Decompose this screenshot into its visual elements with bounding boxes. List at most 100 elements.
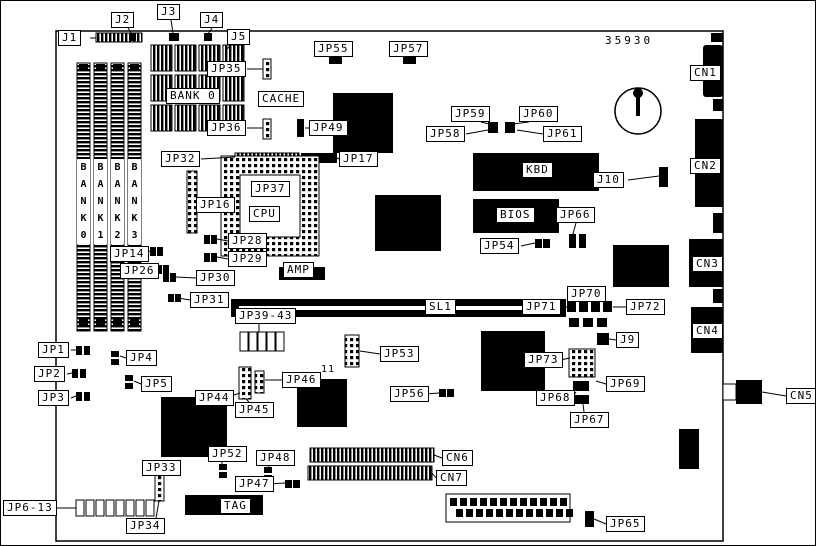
label-jp48: JP48 (256, 450, 295, 466)
label-jp35: JP35 (207, 61, 246, 77)
label-jp26: JP26 (120, 263, 159, 279)
label-jp4: JP4 (126, 350, 157, 366)
label-jp14: JP14 (110, 246, 149, 262)
sl1-key-b (445, 306, 559, 310)
leader-line (582, 403, 585, 413)
label-j1: J1 (58, 30, 82, 46)
jp47-jumper (285, 480, 300, 488)
label-amp: AMP (283, 262, 314, 278)
jp26-jumper (156, 265, 169, 274)
jp5-jumper (125, 375, 133, 389)
label-jp59: JP59 (451, 106, 490, 122)
leader-line (627, 175, 660, 181)
leader-line (593, 518, 607, 525)
leader-line (761, 391, 787, 397)
label-jp46: JP46 (282, 372, 321, 388)
label-jp3: JP3 (38, 390, 69, 406)
label-jp71: JP71 (522, 299, 561, 315)
leader-line (359, 350, 381, 355)
jp56-jumper (439, 389, 454, 397)
label-jp37: JP37 (251, 181, 290, 197)
bank-column-label-bank0: B A N K 0 (77, 159, 90, 244)
j2-pad (129, 33, 136, 41)
bank-column-label-bank3: B A N K 3 (128, 159, 141, 244)
mid-right-pad (713, 213, 723, 233)
label-cn3: CN3 (692, 256, 723, 272)
jp55-jumper (329, 55, 342, 64)
leader-line (572, 222, 577, 235)
leader-line (267, 465, 270, 469)
jp60-jumper (505, 122, 515, 133)
label-bios: BIOS (496, 207, 535, 223)
label-jp30: JP30 (196, 270, 235, 286)
simm-pad (96, 318, 105, 325)
label-jp69: JP69 (606, 376, 645, 392)
label-jp33: JP33 (142, 460, 181, 476)
label-jp68: JP68 (536, 390, 575, 406)
jp3-jumper (76, 392, 90, 401)
label-jp28: JP28 (228, 233, 267, 249)
leader-line (66, 372, 73, 375)
label-jp54: JP54 (480, 238, 519, 254)
j3-pad (169, 33, 179, 41)
label-sl1: SL1 (425, 299, 456, 315)
label-jp29: JP29 (228, 251, 267, 267)
leader-line (336, 157, 340, 160)
label-jp45: JP45 (235, 402, 274, 418)
label-cn6: CN6 (442, 450, 473, 466)
jp66-jumper-b (579, 234, 586, 248)
audio-jack (679, 429, 699, 469)
leader-line (245, 398, 250, 403)
label-j4: J4 (200, 12, 224, 28)
leader-line (200, 156, 236, 160)
jp36-jumper (262, 118, 272, 140)
leader-line (516, 129, 544, 135)
label-jp31: JP31 (190, 292, 229, 308)
j10-header (659, 167, 668, 187)
jp52-jumper (219, 464, 227, 478)
label-cn2: CN2 (690, 158, 721, 174)
bottom-connector-pins-bottom (456, 509, 573, 517)
bottom-connector-pins-top (450, 498, 567, 506)
jp29-jumper (204, 253, 217, 262)
jp57-jumper (403, 55, 416, 64)
label-j5: J5 (227, 29, 251, 45)
label-jp70: JP70 (567, 286, 606, 302)
label-jp47: JP47 (235, 476, 274, 492)
label-cn4: CN4 (692, 323, 723, 339)
sl1-key-a (239, 306, 435, 310)
jp6-13-blocks (75, 499, 155, 517)
battery-key (633, 88, 643, 98)
bank0-chip (174, 104, 197, 132)
label-jp39-43: JP39-43 (235, 308, 297, 324)
jp54-jumper (535, 239, 550, 248)
leader-line (465, 129, 489, 135)
bank-column-label-bank1: B A N K 1 (94, 159, 107, 244)
leader-line (226, 44, 232, 50)
label-bank-0: BANK 0 (166, 88, 220, 104)
label-j9: J9 (616, 332, 640, 348)
label-jp34: JP34 (126, 518, 165, 534)
label-jp55: JP55 (314, 41, 353, 57)
jp44-45-header (238, 366, 252, 400)
jp28-jumper (204, 235, 217, 244)
simm-pad (113, 318, 122, 325)
simm-pad (130, 318, 139, 325)
battery-stem (636, 96, 640, 116)
leader-line (70, 395, 77, 399)
label-jp65: JP65 (606, 516, 645, 532)
edge-pad-1 (713, 99, 723, 111)
label-jp60: JP60 (519, 106, 558, 122)
label-j10: J10 (593, 172, 624, 188)
jp49-bar (297, 119, 304, 137)
leader-line (175, 276, 197, 279)
jp39-43-blocks (239, 331, 285, 352)
jp14-jumper (150, 247, 163, 256)
leader-line (216, 238, 229, 242)
label-jp1: JP1 (38, 342, 69, 358)
label-jp53: JP53 (380, 346, 419, 362)
jp1-jumper (76, 346, 90, 355)
j9-jumper (597, 333, 609, 345)
jp70-jumpers (567, 301, 612, 312)
jp4-jumper (111, 351, 119, 365)
